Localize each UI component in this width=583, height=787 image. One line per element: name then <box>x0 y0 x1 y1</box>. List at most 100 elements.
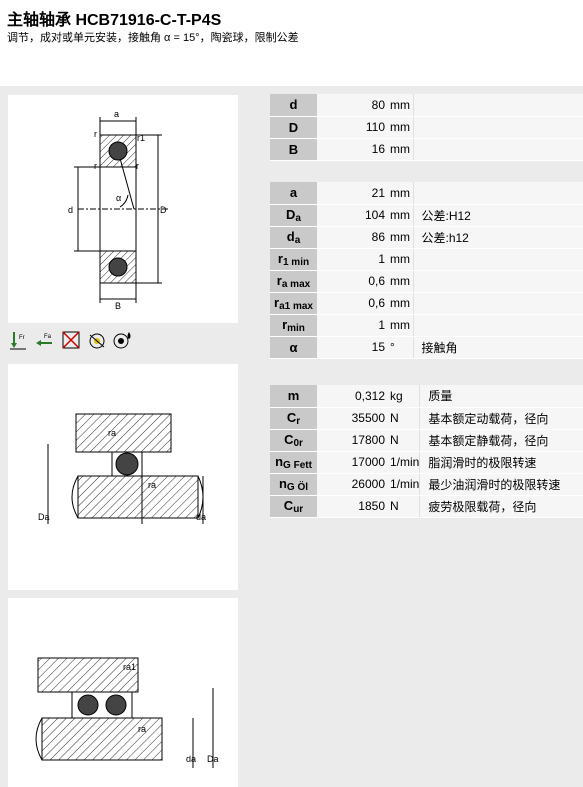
label-r1: r1 <box>137 133 145 143</box>
symbol-cell: d <box>270 94 317 117</box>
symbol-cell: ra1 max <box>270 292 317 315</box>
symbol-cell: α <box>270 336 317 359</box>
value-cell: 1 <box>317 248 389 271</box>
svg-text:Fr: Fr <box>19 335 25 341</box>
label-r: r <box>94 129 97 139</box>
axial-load-icon: Fa <box>36 334 52 346</box>
label-da: da <box>186 754 196 764</box>
value-cell: 1 <box>317 314 389 337</box>
label-Da: Da <box>38 512 50 522</box>
value-cell: 110 <box>317 116 389 139</box>
symbol-cell: da <box>270 226 317 249</box>
radial-load-icon: Fr <box>10 332 26 350</box>
oil-icon <box>113 332 131 349</box>
symbol-cell: r1 min <box>270 248 317 271</box>
unit-cell: 1/min <box>389 451 420 474</box>
description-cell: 质量 <box>419 385 583 408</box>
description-cell: 基本额定动载荷，径向 <box>419 407 583 430</box>
symbol-cell: D <box>270 116 317 139</box>
label-ra-bottom: ra <box>148 480 156 490</box>
symbol-cell: ra max <box>270 270 317 293</box>
description-cell: 公差:H12 <box>412 204 583 227</box>
symbol-cell: nG Fett <box>270 451 317 474</box>
label-B: B <box>115 301 121 311</box>
unit-cell: kg <box>389 385 420 408</box>
description-cell <box>412 94 583 117</box>
value-cell: 80 <box>317 94 389 117</box>
label-a: a <box>114 109 119 119</box>
value-cell: 1850 <box>317 495 389 518</box>
value-cell: 16 <box>317 138 389 161</box>
unit-cell: ° <box>389 336 413 359</box>
unit-cell: N <box>389 429 420 452</box>
description-cell: 疲劳极限载荷，径向 <box>419 495 583 518</box>
symbol-cell: Da <box>270 204 317 227</box>
page-title: 主轴轴承 HCB71916-C-T-P4S <box>7 12 222 29</box>
description-cell <box>412 292 583 315</box>
label-da: da <box>196 512 206 522</box>
description-cell <box>412 138 583 161</box>
page-subtitle: 调节，成对或单元安装，接触角 α = 15°，陶瓷球，限制公差 <box>7 32 299 44</box>
label-ra1: ra1 <box>123 662 136 672</box>
header: 主轴轴承 HCB71916-C-T-P4S 调节，成对或单元安装，接触角 α =… <box>0 0 583 86</box>
description-cell: 接触角 <box>412 336 583 359</box>
single-mounting-drawing: ra ra Da da <box>8 364 238 590</box>
value-cell: 0,6 <box>317 292 389 315</box>
unit-cell: mm <box>389 292 413 315</box>
description-cell: 基本额定静载荷，径向 <box>419 429 583 452</box>
label-r-2: r <box>94 161 97 171</box>
value-cell: 35500 <box>317 407 389 430</box>
value-cell: 21 <box>317 182 389 205</box>
description-cell <box>412 182 583 205</box>
symbol-cell: B <box>270 138 317 161</box>
label-alpha: α <box>116 193 121 203</box>
description-cell <box>412 314 583 337</box>
svg-text:Fa: Fa <box>44 334 52 340</box>
unit-cell: mm <box>389 116 413 139</box>
label-ra: ra <box>138 724 146 734</box>
symbol-cell: m <box>270 385 317 408</box>
label-Da: Da <box>207 754 219 764</box>
no-seal-icon <box>62 331 80 349</box>
description-cell <box>412 248 583 271</box>
value-cell: 0,6 <box>317 270 389 293</box>
paired-mounting-drawing: ra1 ra da Da <box>8 598 238 787</box>
description-cell <box>412 116 583 139</box>
symbol-cell: rmin <box>270 314 317 337</box>
label-D: D <box>160 205 167 215</box>
unit-cell: mm <box>389 314 413 337</box>
unit-cell: mm <box>389 270 413 293</box>
unit-cell: mm <box>389 138 413 161</box>
unit-cell: mm <box>389 204 413 227</box>
unit-cell: mm <box>389 226 413 249</box>
value-cell: 86 <box>317 226 389 249</box>
symbol-cell: nG Öl <box>270 473 317 496</box>
value-cell: 0,312 <box>317 385 389 408</box>
symbol-cell: Cur <box>270 495 317 518</box>
description-cell <box>412 270 583 293</box>
value-cell: 26000 <box>317 473 389 496</box>
symbol-cell: C0r <box>270 429 317 452</box>
unit-cell: mm <box>389 248 413 271</box>
label-d: d <box>68 205 73 215</box>
description-cell: 公差:h12 <box>412 226 583 249</box>
value-cell: 15 <box>317 336 389 359</box>
